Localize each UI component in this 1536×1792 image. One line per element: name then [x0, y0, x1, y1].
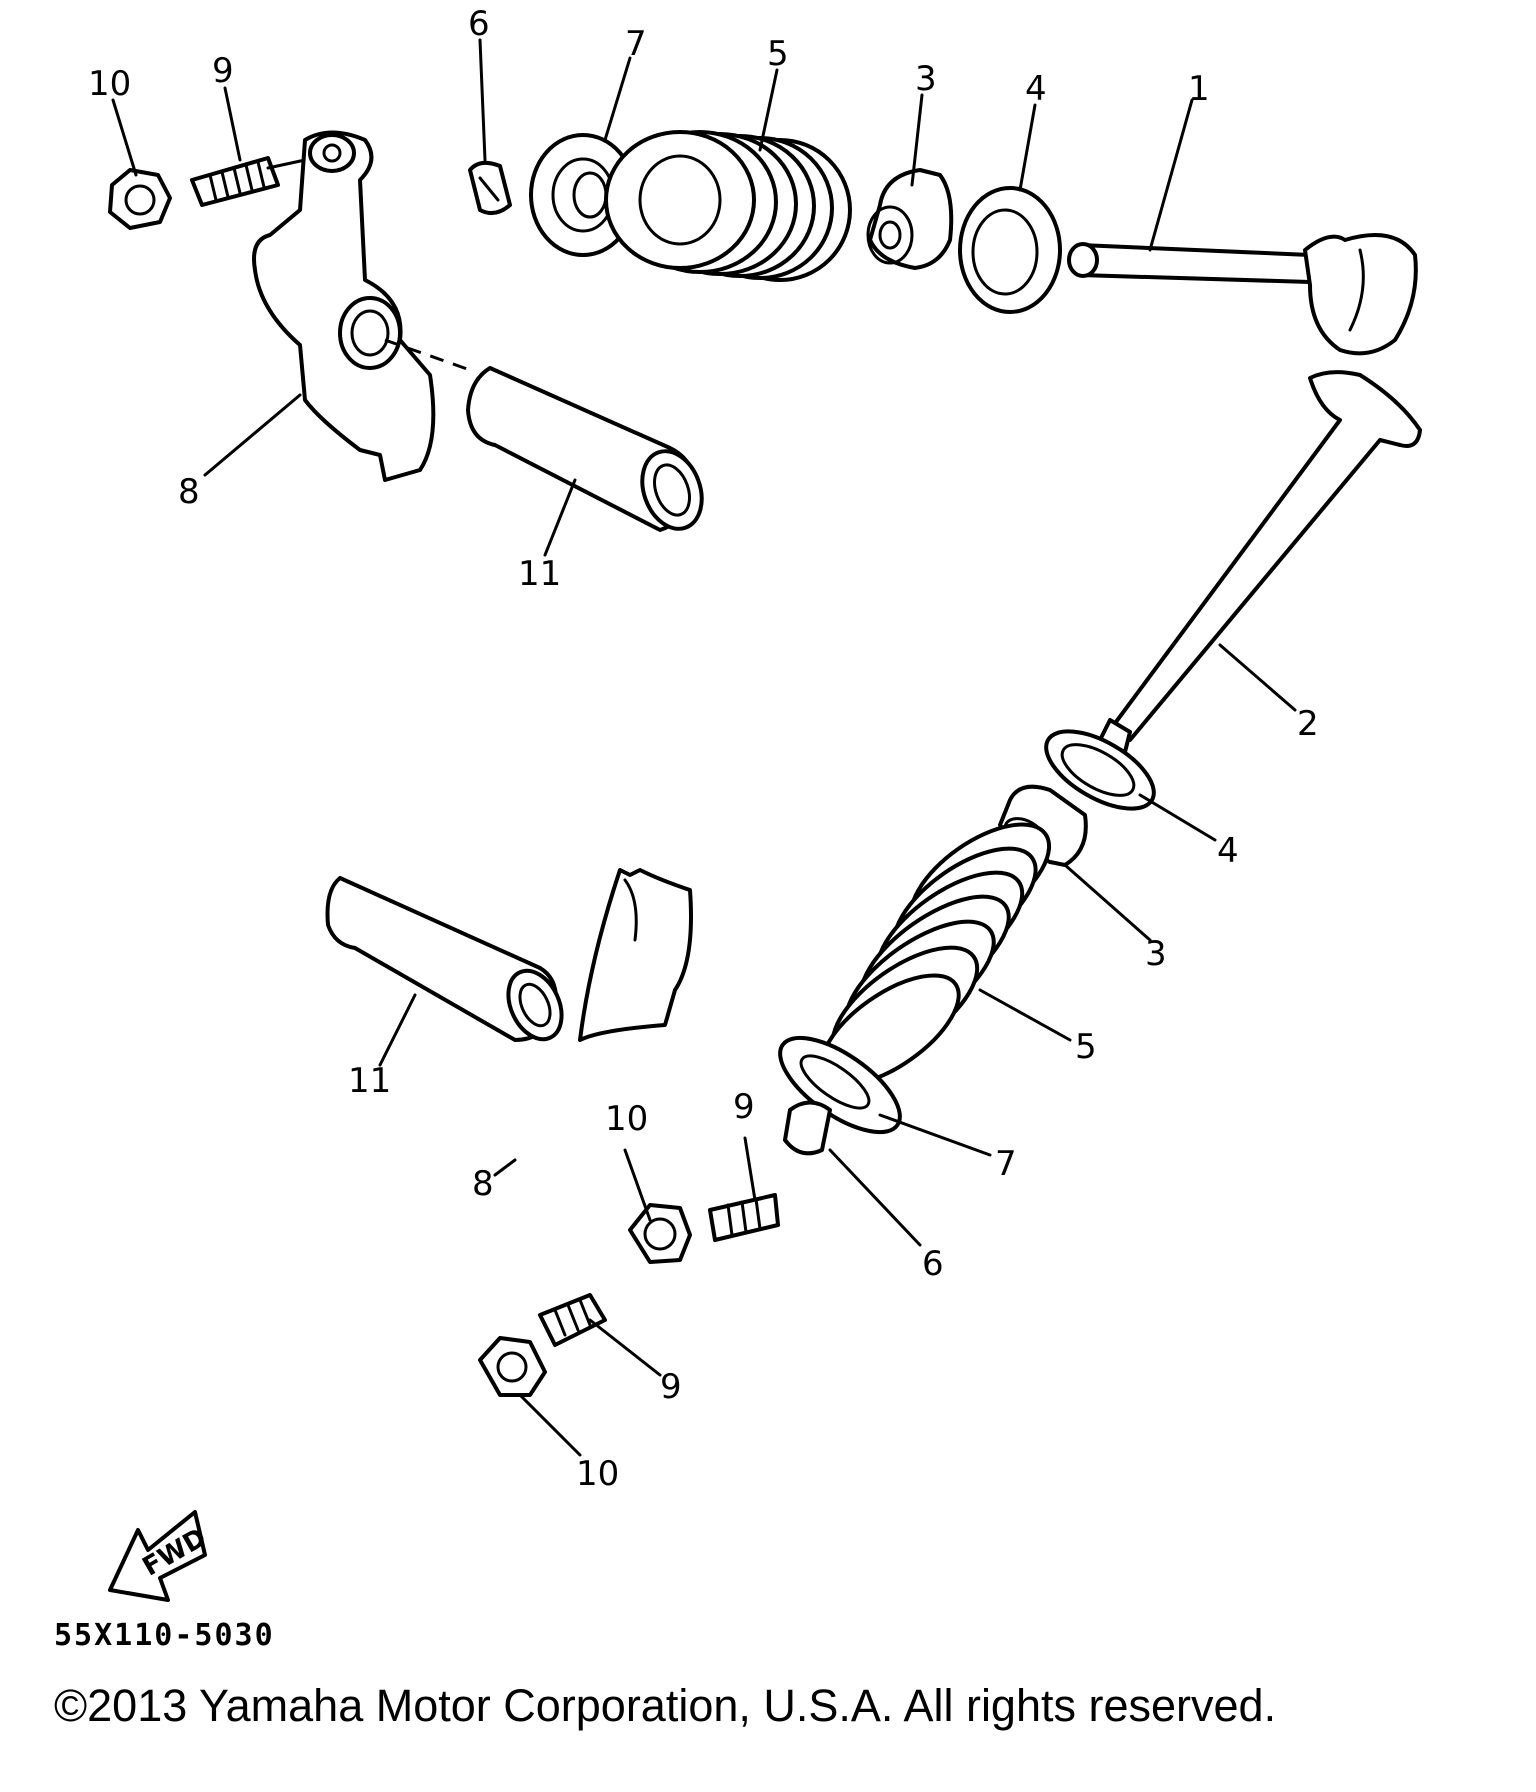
adjuster-screw-part [538, 1293, 607, 1347]
callout-label: 11 [518, 554, 561, 594]
callout-label: 9 [733, 1087, 755, 1127]
callout-label: 3 [1145, 934, 1167, 974]
spring-seat-part [958, 186, 1062, 314]
nut-part [108, 168, 172, 230]
spring-seat-part [1044, 729, 1156, 811]
leader-lines [111, 38, 1297, 1457]
callout-label: 11 [348, 1061, 391, 1101]
drawing-code: 55X110-5030 [54, 1618, 275, 1653]
callout-label: 8 [178, 472, 200, 512]
callout-label: 6 [922, 1244, 944, 1284]
nut-part [478, 1336, 547, 1397]
callout-label: 10 [88, 64, 131, 104]
callout-label: 10 [605, 1099, 648, 1139]
callout-label: 9 [660, 1367, 682, 1407]
adjuster-screw-part [190, 156, 307, 207]
adjuster-screw-part [708, 1193, 780, 1242]
callout-label: 5 [1075, 1027, 1097, 1067]
valve-cotter-part [783, 1100, 832, 1156]
callout-label: 4 [1025, 69, 1047, 109]
copyright-notice: ©2013 Yamaha Motor Corporation, U.S.A. A… [54, 1680, 1277, 1731]
callout-label: 7 [995, 1144, 1017, 1184]
callout-label: 6 [468, 4, 490, 44]
callout-label: 4 [1217, 831, 1239, 871]
callout-label: 5 [767, 34, 789, 74]
callout-label: 10 [576, 1454, 619, 1494]
intake-valve-part [1067, 233, 1418, 356]
nut-part [628, 1203, 692, 1264]
rocker-shaft-part [466, 366, 704, 532]
rocker-arm-part [252, 130, 436, 482]
exhaust-valve-part [1098, 370, 1422, 754]
rocker-shaft-part [325, 876, 564, 1042]
callout-label: 9 [212, 51, 234, 91]
forward-arrow-icon: FWD [108, 1510, 212, 1602]
valve-cotter-part [468, 160, 512, 216]
callout-label: 2 [1297, 704, 1319, 744]
callout-label: 7 [625, 24, 647, 64]
valve-spring-part [604, 130, 852, 282]
callout-label: 1 [1188, 69, 1210, 109]
callout-label: 3 [915, 59, 937, 99]
valve-stem-seal-part [866, 168, 954, 270]
callout-label: 8 [472, 1164, 494, 1204]
rocker-arm-part [578, 868, 693, 1042]
